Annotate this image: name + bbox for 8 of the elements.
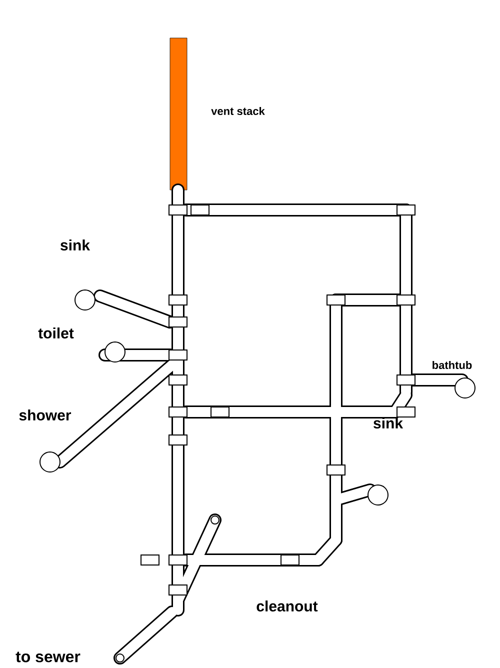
pipe-label: to sewer [16,652,80,662]
pipe-label: toilet [38,328,74,338]
pipe-label: cleanout [256,600,318,612]
pipe-label: sink [60,240,90,250]
pipe-label: sink [374,418,404,428]
pipe-label: vent stack [211,106,265,116]
pipe-label: shower [19,410,72,420]
pipe-label: bathtub [432,360,472,370]
